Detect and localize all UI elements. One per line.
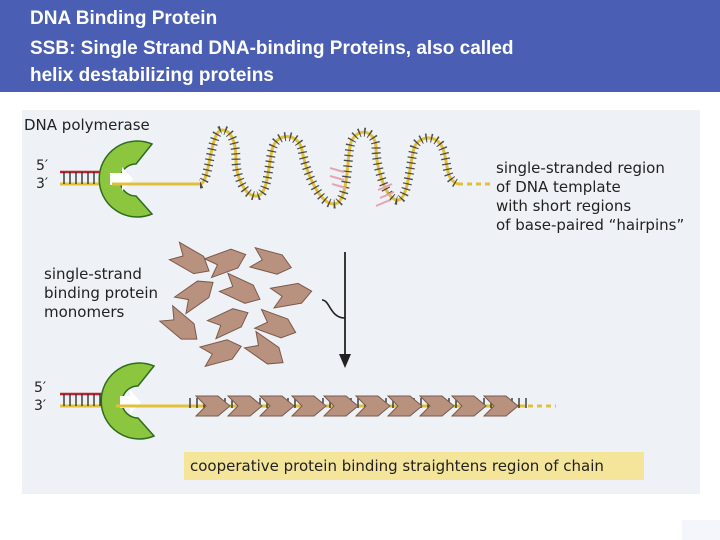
label-ssb-2: binding protein [44,284,158,302]
hairpin-strand [197,125,490,209]
label-single-strand-3: with short regions [496,197,631,215]
label-5prime-bottom: 5′ [34,380,46,396]
label-single-strand-2: of DNA template [496,178,621,196]
label-dna-polymerase: DNA polymerase [24,116,150,134]
slide-title-line-3: helix destabilizing proteins [30,65,274,86]
label-single-strand-4: of base-paired “hairpins” [496,216,684,234]
caption-box [184,452,644,480]
page-corner [682,520,720,540]
label-3prime-bottom: 3′ [34,398,46,414]
label-3prime-top: 3′ [36,176,48,192]
caption-text: cooperative protein binding straightens … [190,457,604,475]
slide-header: DNA Binding Protein SSB: Single Strand D… [0,0,720,92]
dna-polymerase-top [98,140,154,218]
slide-title-line-2: SSB: Single Strand DNA-binding Proteins,… [30,38,514,59]
label-ssb-1: single-strand [44,265,142,283]
label-ssb-3: monomers [44,303,124,321]
reaction-arrow [321,252,351,368]
slide-title-line-1: DNA Binding Protein [30,8,218,29]
dna-polymerase-bottom [100,362,156,440]
ssb-monomers [159,241,314,372]
bound-ssb-proteins [194,395,519,417]
label-single-strand-1: single-stranded region [496,159,665,177]
label-5prime-top: 5′ [36,158,48,174]
